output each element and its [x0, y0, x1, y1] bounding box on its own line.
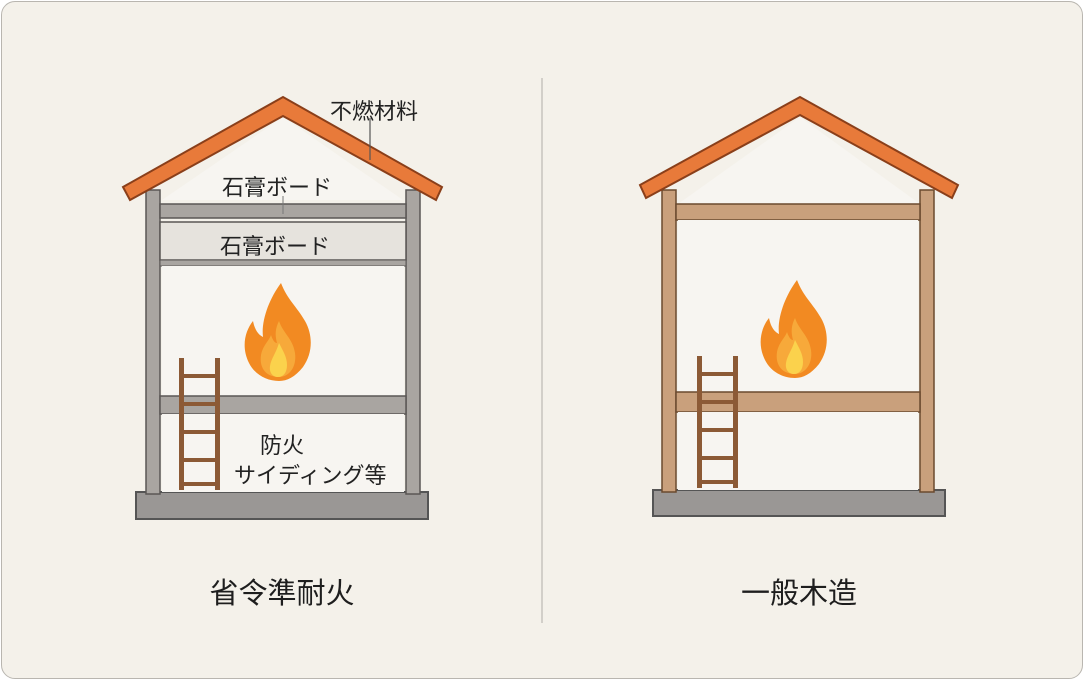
label-ceiling-gypsum-board: 石膏ボード [220, 235, 331, 260]
lower-room [162, 414, 404, 492]
label-siding-line1: 防火 [260, 434, 305, 459]
caption-ordinary-wood: 一般木造 [740, 576, 857, 610]
wall-right [405, 189, 421, 495]
label-roof-material: 不燃材料 [330, 100, 419, 125]
house-ordinary-wood [638, 95, 960, 517]
wall-left [661, 189, 677, 493]
wall-right [919, 189, 935, 493]
wall-left [145, 189, 161, 495]
divider [541, 78, 543, 623]
label-siding-line2: サイディング等 [234, 464, 387, 489]
lower-room [678, 412, 918, 490]
label-attic-gypsum-board: 石膏ボード [222, 176, 333, 201]
foundation [135, 491, 429, 520]
caption-fire-resistant: 省令準耐火 [209, 576, 355, 610]
foundation [652, 489, 946, 517]
house-fire-resistant [121, 95, 444, 520]
roof [121, 95, 444, 202]
roof [638, 95, 960, 200]
